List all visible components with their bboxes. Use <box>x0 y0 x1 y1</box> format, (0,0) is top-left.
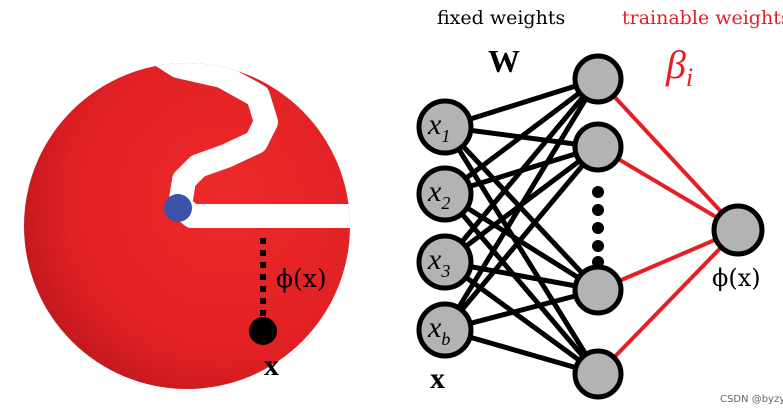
fixed-weight-edge-4-1 <box>442 77 601 332</box>
output-phi-label: ϕ(x) <box>712 264 761 292</box>
input-node-label-sub-1: 1 <box>441 126 450 146</box>
input-node-label-base-2: x <box>427 175 442 208</box>
fixed-weights-label: fixed weights <box>437 7 565 29</box>
left-figure: ϕ(x) x <box>24 63 350 389</box>
hidden-node-4 <box>572 348 624 400</box>
beta-label: βi <box>665 42 693 92</box>
trainable-weights-label: trainable weights <box>622 7 783 29</box>
phi-label-left: ϕ(x) <box>276 264 327 293</box>
trainable-weight-edge-1 <box>596 77 740 232</box>
fixed-weight-edge-4-2 <box>443 145 600 332</box>
fixed-weight-edge-2-1 <box>443 77 600 196</box>
input-node-label-base-3: x <box>427 243 442 276</box>
ellipsis-dot-5 <box>592 256 604 268</box>
trainable-weight-edge-2 <box>596 145 740 232</box>
input-node-label-2: x2 <box>427 175 450 213</box>
fixed-weight-edge-1-4 <box>442 125 601 376</box>
fixed-weight-edge-3-1 <box>443 77 600 264</box>
trainable-weight-edge-4 <box>596 228 740 376</box>
ellipsis-dot-4 <box>592 240 604 252</box>
output-node <box>711 203 765 257</box>
beta-subscript: i <box>686 63 693 92</box>
ellipsis-dot-1 <box>592 186 604 198</box>
x-label-left: x <box>264 349 279 382</box>
ellipsis-dot-3 <box>592 222 604 234</box>
fixed-weight-edge-2-4 <box>443 192 600 376</box>
hidden-node-3 <box>572 264 624 316</box>
input-node-4 <box>416 301 474 359</box>
input-node-label-3: x3 <box>427 243 450 281</box>
input-node-3 <box>416 233 474 291</box>
projection-point <box>164 194 192 222</box>
input-vector-label: x <box>430 362 445 395</box>
input-node-label-4: xb <box>427 311 450 349</box>
ellipsis-dots <box>592 186 604 268</box>
input-node-label-sub-3: 3 <box>440 261 450 281</box>
hidden-node-1 <box>572 53 624 105</box>
input-node-label-1: x1 <box>427 108 450 146</box>
input-node-1 <box>416 98 474 156</box>
beta-symbol: β <box>665 42 686 87</box>
input-node-label-base-4: x <box>427 311 442 344</box>
input-node-label-sub-2: 2 <box>441 193 450 213</box>
ellipsis-dot-2 <box>592 204 604 216</box>
input-node-label-base-1: x <box>427 108 442 141</box>
watermark: CSDN @byzy <box>720 394 783 405</box>
query-point <box>249 317 277 345</box>
hidden-node-2 <box>572 121 624 173</box>
W-label: W <box>488 43 520 79</box>
fixed-weight-edge-3-4 <box>443 259 600 377</box>
input-node-label-sub-4: b <box>441 329 450 349</box>
input-node-2 <box>416 165 474 223</box>
